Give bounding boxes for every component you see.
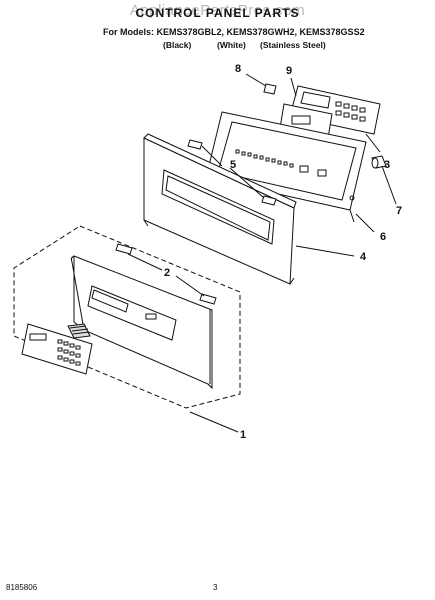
control-overlay [21,323,93,375]
callout-5: 5 [230,159,236,171]
diagram-title: CONTROL PANEL PARTS [135,6,300,20]
callout-1: 1 [240,429,246,441]
panel-clip [187,139,277,206]
finish-white: (White) [217,40,246,50]
callout-2: 2 [164,267,170,279]
models-line: For Models: KEMS378GBL2, KEMS378GWH2, KE… [103,27,365,37]
console-housing [70,255,213,390]
watermark-text: AppliancePartsPros.com [129,2,306,19]
button-cap [263,83,277,95]
finish-black: (Black) [163,40,192,50]
console-panel [143,133,297,285]
callout-8: 8 [235,63,241,75]
document-number: 8185806 [6,583,38,592]
assembly-outline [13,225,241,409]
callout-3: 3 [384,159,390,171]
callout-6: 6 [380,231,386,243]
callout-7: 7 [396,205,402,217]
finish-stainless: (Stainless Steel) [260,40,326,50]
callout-9: 9 [286,65,292,77]
page-number: 3 [213,583,218,592]
housing-clip [115,243,217,305]
leader-lines [127,73,397,433]
end-cap [371,155,387,169]
callout-4: 4 [360,251,367,263]
